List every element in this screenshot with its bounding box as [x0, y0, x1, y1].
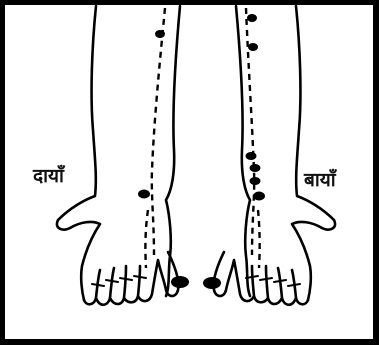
left-arm-label: बायाँ [304, 166, 336, 192]
right-arm-outline [57, 6, 180, 300]
right-arm-label: दायाँ [33, 162, 64, 188]
point-left-forearm-1 [246, 152, 257, 160]
point-left-forearm-2 [250, 164, 261, 172]
right-arm-meridian [152, 8, 165, 255]
right-hand-meridian [145, 210, 148, 268]
left-hand-fingers [214, 252, 308, 305]
point-left-top-2 [248, 43, 258, 51]
point-left-top-1 [247, 14, 257, 22]
point-left-hand-base [203, 277, 221, 289]
point-right-hand-base [171, 276, 189, 288]
left-hand-meridian [258, 210, 260, 268]
point-right-elbow [155, 30, 165, 38]
point-right-wrist [138, 190, 150, 199]
right-hand-fingers [84, 252, 178, 305]
point-left-forearm-3 [250, 177, 261, 185]
point-left-wrist [253, 192, 265, 201]
